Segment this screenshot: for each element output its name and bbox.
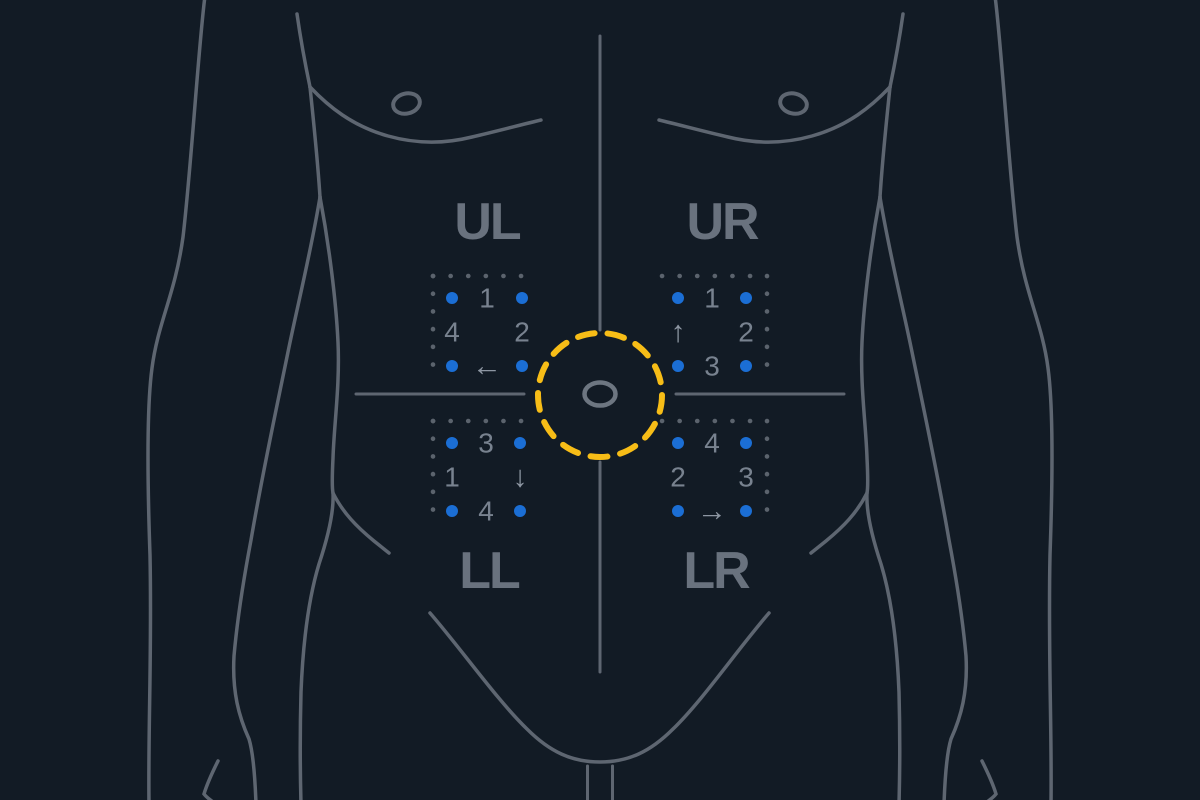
site-order-number: 4 (444, 317, 460, 348)
site-order-number: 3 (738, 462, 754, 493)
site-order-number: 2 (738, 317, 754, 348)
injection-site-dot[interactable] (446, 360, 458, 372)
injection-site-dot[interactable] (514, 437, 526, 449)
rotation-arrow-icon: ↑ (671, 316, 686, 349)
inguinal-crease-line (331, 491, 391, 555)
injection-site-dot[interactable] (446, 437, 458, 449)
armpit-line (308, 85, 322, 199)
groin-curve (428, 611, 771, 764)
quadrant-lower-left: LL 3 1 ↓ 4 (430, 418, 541, 600)
site-order-number: 3 (704, 351, 720, 382)
injection-site-dot[interactable] (740, 292, 752, 304)
injection-site-dot[interactable] (446, 292, 458, 304)
quadrant-dotted-border (430, 273, 541, 385)
quadrant-lower-right: LR 4 2 3 → (659, 418, 770, 600)
site-order-number: 1 (704, 283, 720, 314)
center-guides (428, 34, 771, 764)
site-order-number: 2 (670, 462, 686, 493)
injection-site-dot[interactable] (446, 505, 458, 517)
outer-arm-line (146, 0, 207, 800)
injection-site-dot[interactable] (672, 292, 684, 304)
quadrant-dotted-border (659, 418, 770, 530)
quadrant-dotted-border (430, 418, 541, 530)
quadrant-label: UL (454, 193, 521, 251)
site-order-number: 4 (478, 496, 494, 527)
injection-site-dot[interactable] (516, 292, 528, 304)
hand-line (202, 759, 220, 800)
rotation-arrow-icon: ↓ (513, 461, 528, 494)
injection-site-dot[interactable] (740, 360, 752, 372)
site-order-number: 4 (704, 428, 720, 459)
quadrant-label: LL (459, 542, 520, 600)
injection-site-dot[interactable] (672, 437, 684, 449)
site-order-number: 1 (444, 462, 460, 493)
injection-site-dot[interactable] (672, 360, 684, 372)
injection-site-dot[interactable] (740, 437, 752, 449)
quadrant-dotted-border (659, 273, 770, 385)
site-order-number: 3 (478, 428, 494, 459)
injection-site-dot[interactable] (516, 360, 528, 372)
torso-outline-right (610, 0, 1055, 800)
injection-site-dot[interactable] (514, 505, 526, 517)
injection-site-dot[interactable] (740, 505, 752, 517)
rotation-arrow-icon: ← (472, 350, 502, 383)
quadrant-upper-left: UL 1 4 2 ← (430, 193, 541, 385)
site-order-number: 2 (514, 317, 530, 348)
torso-outline-left (146, 0, 589, 800)
quadrant-upper-right: UR 1 ↑ 2 3 (659, 193, 770, 385)
quadrant-label: LR (683, 542, 750, 600)
inner-arm-line (231, 195, 322, 800)
torso-side-line (298, 195, 341, 800)
navel-icon (582, 380, 618, 408)
nipple-icon (391, 91, 422, 116)
avoid-zone-circle (535, 330, 665, 460)
rotation-arrow-icon: → (697, 495, 727, 528)
injection-site-dot[interactable] (672, 505, 684, 517)
pectoral-line (308, 85, 543, 144)
site-order-number: 1 (479, 283, 495, 314)
shoulder-line (295, 12, 312, 89)
quadrant-label: UR (686, 193, 759, 251)
